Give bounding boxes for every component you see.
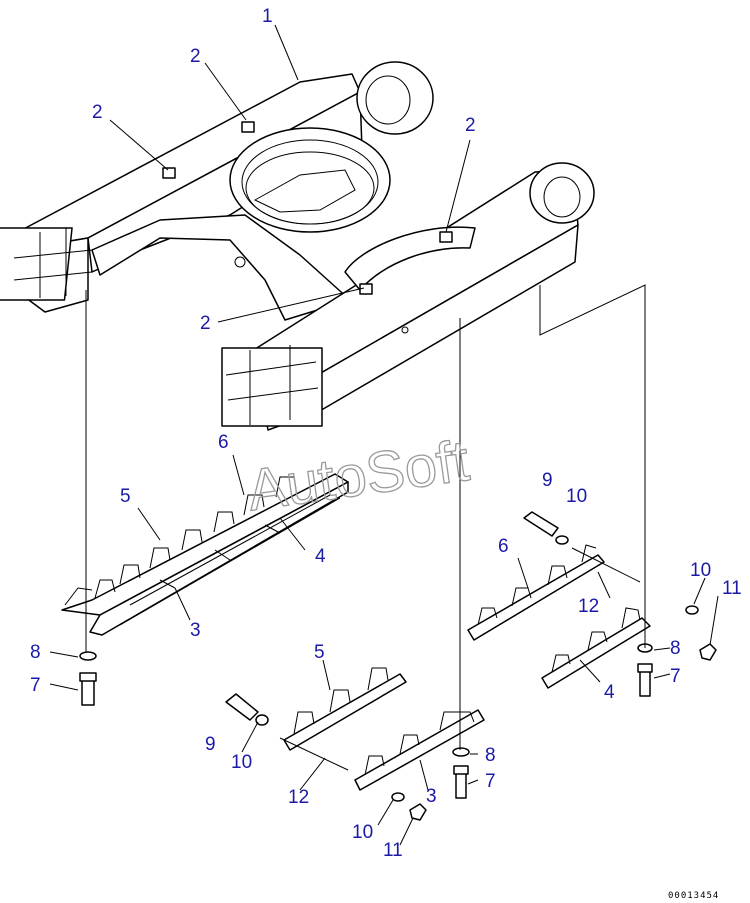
callout-5: 5 xyxy=(314,642,325,663)
callout-10: 10 xyxy=(352,822,373,843)
callout-10: 10 xyxy=(690,560,711,581)
drawing-code: 00013454 xyxy=(668,891,719,901)
callout-10: 10 xyxy=(566,486,587,507)
callout-2: 2 xyxy=(92,102,103,123)
callout-7: 7 xyxy=(670,666,681,687)
lower-guard-3 xyxy=(354,709,485,791)
callout-10: 10 xyxy=(231,752,252,773)
left-guard-assembly xyxy=(61,473,349,636)
callout-8: 8 xyxy=(30,642,41,663)
right-guard-4 xyxy=(541,607,651,689)
callout-2: 2 xyxy=(465,115,476,136)
callout-5: 5 xyxy=(120,486,131,507)
callout-12: 12 xyxy=(578,596,599,617)
callout-6: 6 xyxy=(498,536,509,557)
hardware xyxy=(79,511,717,821)
callout-3: 3 xyxy=(190,620,201,641)
callout-4: 4 xyxy=(315,546,326,567)
callout-11: 11 xyxy=(383,840,403,861)
callout-2: 2 xyxy=(200,313,211,334)
watermark: AutoSoft xyxy=(244,428,473,523)
leader-lines xyxy=(49,24,719,846)
callout-4: 4 xyxy=(604,682,615,703)
callout-8: 8 xyxy=(485,745,496,766)
callout-labels: 1 2 2 2 2 2 6 5 4 3 8 7 9 10 6 12 10 11 … xyxy=(30,6,742,861)
callout-6: 6 xyxy=(218,432,229,453)
callout-11: 11 xyxy=(722,578,742,599)
callout-7: 7 xyxy=(30,675,41,696)
callout-1: 1 xyxy=(262,6,273,27)
track-frame xyxy=(0,61,595,431)
lower-guard-5 xyxy=(283,667,407,751)
right-guard-6 xyxy=(467,544,605,641)
callout-9: 9 xyxy=(542,470,553,491)
callout-12: 12 xyxy=(288,787,309,808)
callout-8: 8 xyxy=(670,638,681,659)
callout-2: 2 xyxy=(190,46,201,67)
callout-9: 9 xyxy=(205,734,216,755)
callout-7: 7 xyxy=(485,771,496,792)
callout-3: 3 xyxy=(426,786,437,807)
